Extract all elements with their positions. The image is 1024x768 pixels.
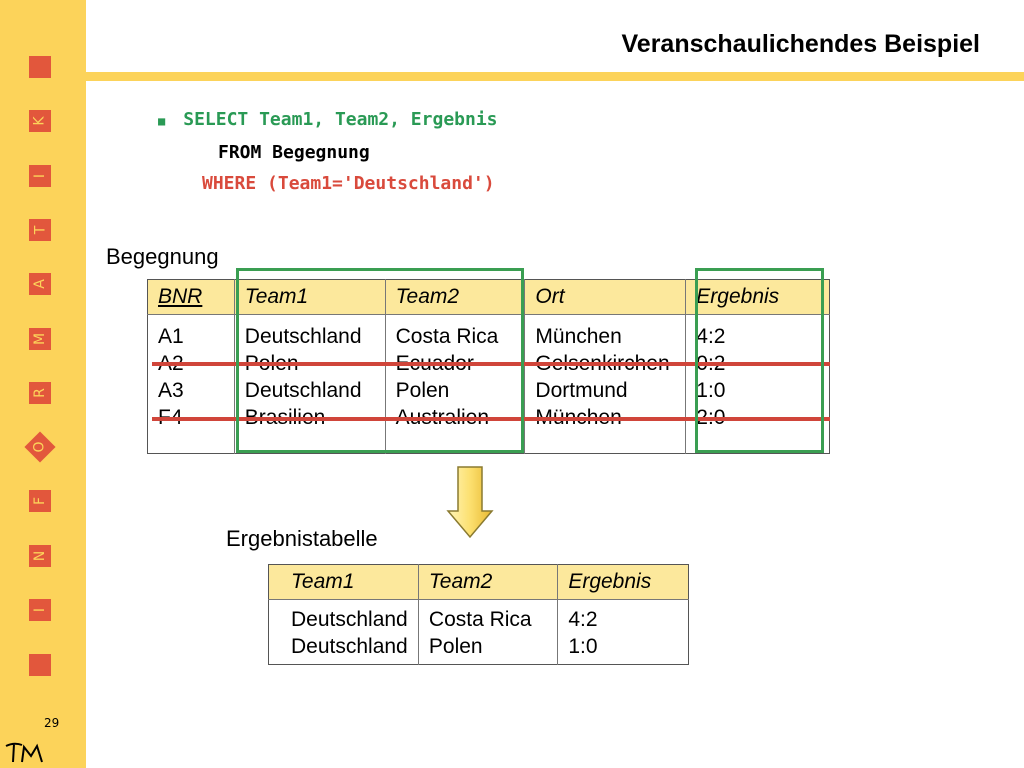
table-cell: Costa Rica (418, 606, 559, 633)
sql-query: ■SELECT Team1, Team2, Ergebnis FROM Bege… (158, 104, 498, 199)
sql-select-line: ■SELECT Team1, Team2, Ergebnis (158, 109, 498, 130)
strike-line-row-f4 (152, 417, 830, 421)
sidebar-letter: R (29, 382, 51, 404)
table-cell: Polen (418, 633, 559, 660)
sidebar-letter: F (29, 490, 51, 512)
sidebar-letter: I (29, 599, 51, 621)
projection-box-teams (236, 268, 524, 453)
table-header-row: BNR Team1 Team2 Ort Ergebnis (147, 279, 830, 315)
table-cell: München (524, 323, 687, 350)
column-header: BNR (147, 279, 235, 315)
sidebar-diamond: O (24, 431, 56, 463)
sidebar-letter: I (29, 165, 51, 187)
table-cell: 4:2 (568, 608, 598, 631)
table-cell: Deutschland (234, 323, 386, 350)
table-cell: A1 (147, 323, 235, 350)
table-cell: Deutschland (268, 606, 419, 633)
tm-logo-icon (5, 742, 43, 763)
column-header: Ergebnis (557, 564, 689, 600)
ergebnistabelle-label: Ergebnistabelle (226, 526, 378, 551)
ergebnistabelle-table: Team1 Team2 Ergebnis Deutschland Costa R… (268, 564, 689, 665)
table-row: A3 Deutschland Polen Dortmund 1:0 (147, 377, 830, 404)
table-header-row: Team1 Team2 Ergebnis (268, 564, 689, 600)
sidebar-letter: T (29, 219, 51, 241)
sql-where-line: WHERE (Team1='Deutschland') (202, 173, 495, 194)
decorative-square (29, 56, 51, 78)
column-header: Team1 (268, 564, 419, 600)
projection-box-ergebnis (695, 268, 824, 453)
sidebar-letter: A (29, 273, 51, 295)
table-cell: Dortmund (524, 377, 687, 404)
table-cell: 1:0 (696, 379, 726, 402)
table-cell: 1:0 (568, 635, 598, 658)
table-row: Deutschland Polen 1:0 (268, 633, 689, 660)
column-header: Ort (524, 279, 687, 315)
sidebar-letter: M (29, 328, 51, 350)
table-cell: Costa Rica (385, 323, 526, 350)
column-header: Ergebnis (685, 279, 830, 315)
down-arrow-icon (446, 466, 494, 539)
sidebar-letter: K (29, 110, 51, 132)
column-header: Team2 (385, 279, 526, 315)
sidebar-letter: N (29, 545, 51, 567)
table-cell: A3 (147, 377, 235, 404)
sql-from-line: FROM Begegnung (218, 142, 370, 163)
column-header: Team2 (418, 564, 559, 600)
table-row: Deutschland Costa Rica 4:2 (268, 606, 689, 633)
column-header: Team1 (234, 279, 386, 315)
table-cell: Polen (385, 377, 526, 404)
strike-line-row-a2 (152, 362, 830, 366)
table-cell: Deutschland (268, 633, 419, 660)
page-title: Veranschaulichendes Beispiel (621, 30, 981, 58)
sidebar-brand-strip: K I T A M R O F N I 29 (0, 0, 86, 768)
bullet-icon: ■ (158, 114, 166, 128)
title-underline-bar (86, 72, 1024, 81)
begegnung-label: Begegnung (106, 244, 219, 269)
decorative-square (29, 654, 51, 676)
page-number: 29 (44, 716, 60, 730)
table-cell: 4:2 (696, 325, 726, 348)
table-cell: Deutschland (234, 377, 386, 404)
table-row: A1 Deutschland Costa Rica München 4:2 (147, 323, 830, 350)
